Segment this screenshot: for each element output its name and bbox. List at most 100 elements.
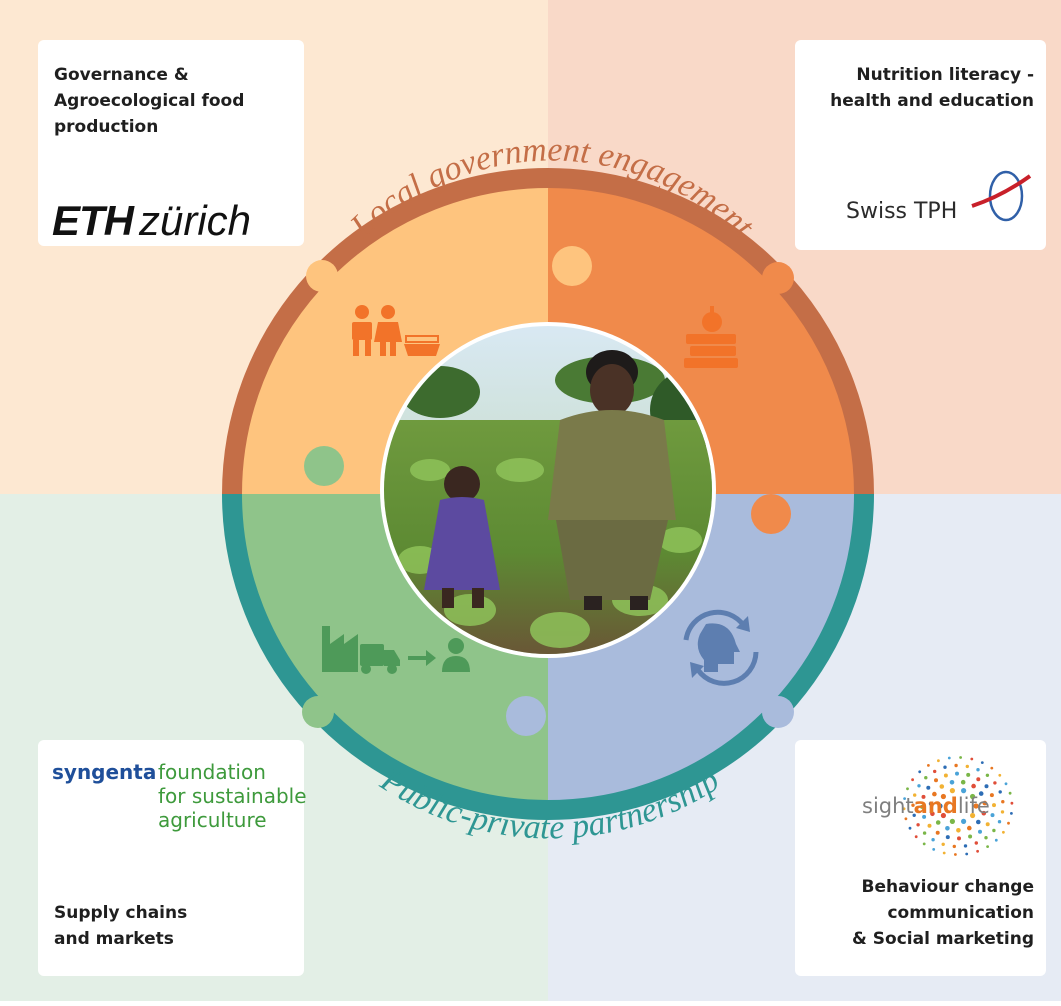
ring-public-private <box>222 493 874 820</box>
logo-dot <box>914 835 918 839</box>
title-line: Governance & <box>54 65 189 85</box>
logo-dot <box>965 852 969 856</box>
child-figure <box>424 466 500 608</box>
logo-dot <box>952 844 956 849</box>
logo-dot <box>937 803 943 809</box>
logo-dot <box>922 814 927 819</box>
logo-dot <box>967 825 972 831</box>
logo-dot <box>984 836 988 840</box>
syngenta-line: for sustainable <box>158 784 307 808</box>
logo-dot <box>908 826 912 830</box>
logo-dot <box>939 784 945 789</box>
logo-dot <box>903 797 906 800</box>
title-line: and markets <box>54 929 174 949</box>
title-line: health and education <box>830 91 1034 111</box>
logo-dot <box>966 772 971 777</box>
title-line: & Social marketing <box>852 929 1034 949</box>
title-governance: Governance & Agroecological food product… <box>54 62 294 140</box>
logo-dot <box>1007 821 1010 825</box>
logo-dot <box>971 783 976 789</box>
logo-dot <box>970 757 974 761</box>
logo-dot <box>954 763 958 768</box>
logo-dot <box>933 769 937 774</box>
woman-figure <box>548 350 676 610</box>
logo-dot <box>976 849 979 853</box>
logo-dot <box>911 778 914 782</box>
logo-dot <box>974 841 978 845</box>
logo-dot <box>989 793 994 798</box>
logo-dot <box>954 853 957 856</box>
logo-dot <box>985 773 990 777</box>
logo-dot <box>990 766 994 770</box>
logo-dot <box>942 851 946 855</box>
logo-dot <box>963 844 968 848</box>
logo-dot <box>931 838 935 842</box>
logo-dot <box>1008 791 1012 795</box>
title-supply-chains: Supply chains and markets <box>54 900 294 952</box>
logo-dot <box>965 764 969 769</box>
card-top-right <box>795 40 1046 250</box>
logo-dot <box>993 781 997 785</box>
logo-dot <box>1010 801 1014 805</box>
logo-dot <box>955 771 959 776</box>
logo-dot <box>961 788 967 794</box>
puzzle-knob-top <box>552 246 592 286</box>
logo-dot <box>976 777 981 782</box>
logo-dot <box>913 793 917 797</box>
sight-and-life-part: life <box>957 794 990 818</box>
logo-dot <box>968 834 973 839</box>
logo-dot <box>921 794 926 799</box>
puzzle-knob-left <box>304 446 344 486</box>
logo-dot <box>937 759 940 763</box>
family-and-food-basket-icon <box>352 305 440 356</box>
logo-dot <box>916 823 920 827</box>
logo-dot <box>990 813 995 818</box>
apple-on-books-icon <box>684 306 738 368</box>
head-with-cycle-arrows-icon <box>683 609 759 686</box>
logo-dot <box>902 807 906 811</box>
logo-dot <box>911 803 915 807</box>
logo-dot <box>940 812 947 819</box>
logo-dot <box>978 791 984 796</box>
logo-dot <box>928 801 934 807</box>
logo-dot <box>922 831 927 835</box>
factory-truck-to-consumer-icon <box>322 626 470 674</box>
title-line: Agroecological food <box>54 91 245 111</box>
logo-dot <box>917 784 921 788</box>
puzzle-knob-bottom <box>506 696 546 736</box>
logo-dot <box>978 829 982 834</box>
logo-dot <box>1002 830 1005 834</box>
logo-dot <box>935 820 941 825</box>
logo-dot <box>1001 800 1005 804</box>
logo-dot <box>927 764 930 767</box>
logo-dot <box>922 842 926 846</box>
logo-dot <box>981 810 987 816</box>
logo-dot <box>935 830 940 835</box>
title-line: production <box>54 117 159 137</box>
card-top-left <box>38 40 304 246</box>
logo-dot <box>986 845 989 848</box>
logo-dot <box>920 804 924 809</box>
title-line: Supply chains <box>54 903 188 923</box>
ring-connector-bottom-right <box>762 696 794 728</box>
logo-dot <box>956 828 961 833</box>
logo-dot <box>994 838 998 842</box>
logo-dot <box>945 835 950 840</box>
logo-dot <box>1004 782 1008 786</box>
logo-dot <box>930 811 935 817</box>
logo-dot <box>943 773 948 778</box>
logo-dot <box>961 818 967 825</box>
ring-connector-bottom-left <box>302 696 334 728</box>
ring-local-government <box>222 168 874 495</box>
logo-dot <box>976 819 981 825</box>
title-behaviour-change: Behaviour change communication & Social … <box>800 874 1034 952</box>
center-photo <box>380 322 716 658</box>
title-line: communication <box>887 903 1034 923</box>
logo-dot <box>949 780 955 785</box>
logo-dot <box>960 779 966 785</box>
ring-connector-top-left <box>306 260 338 292</box>
logo-dot <box>998 773 1002 777</box>
title-line: Behaviour change <box>861 877 1034 897</box>
syngenta-line: foundation <box>158 760 266 784</box>
